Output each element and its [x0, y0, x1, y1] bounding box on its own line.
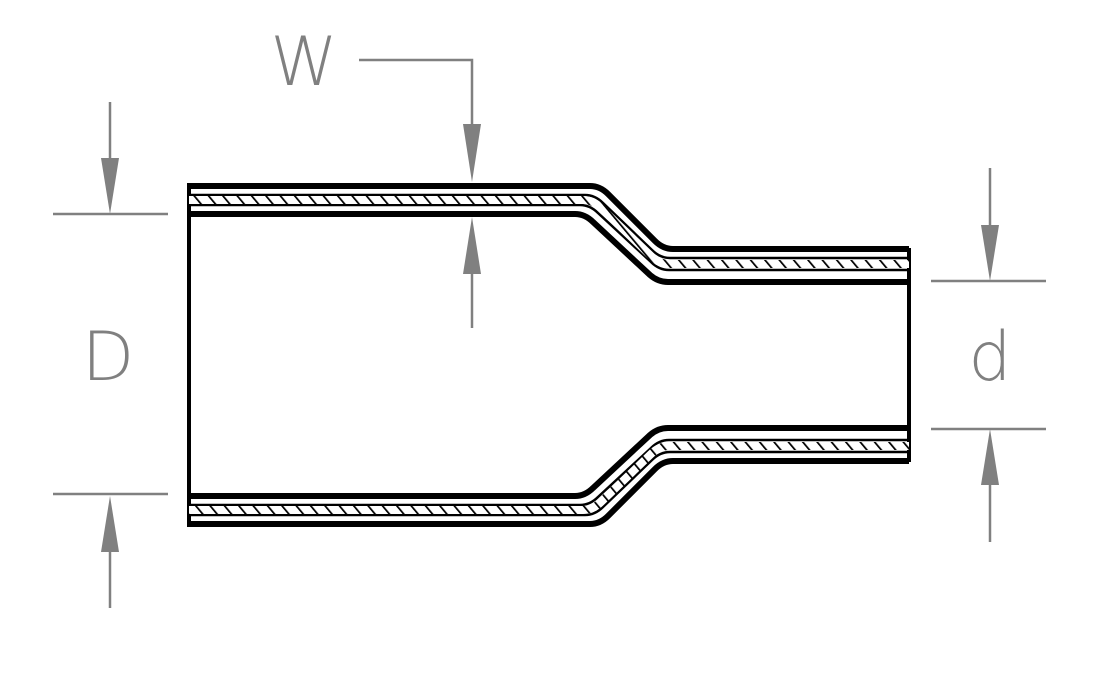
dimension-W-leader-top [359, 58, 474, 130]
tube-top-wall [189, 183, 909, 285]
dimension-D-arrow-bottom [101, 496, 119, 552]
tube-bottom-wall [189, 425, 909, 527]
dimension-d-label: d [968, 318, 1011, 397]
dimension-D: D [53, 102, 168, 608]
dimension-W-label: W [270, 23, 337, 102]
dimension-d: d [931, 168, 1046, 542]
dimension-W: W [270, 23, 481, 328]
dimension-D-arrow-top [101, 158, 119, 214]
dimension-D-label: D [82, 318, 134, 397]
dimension-d-arrow-bottom [981, 429, 999, 485]
dimension-W-arrow-bottom [463, 217, 481, 274]
dimension-W-arrow-top [463, 124, 481, 182]
tube [187, 183, 911, 527]
dimension-d-arrow-top [981, 225, 999, 281]
